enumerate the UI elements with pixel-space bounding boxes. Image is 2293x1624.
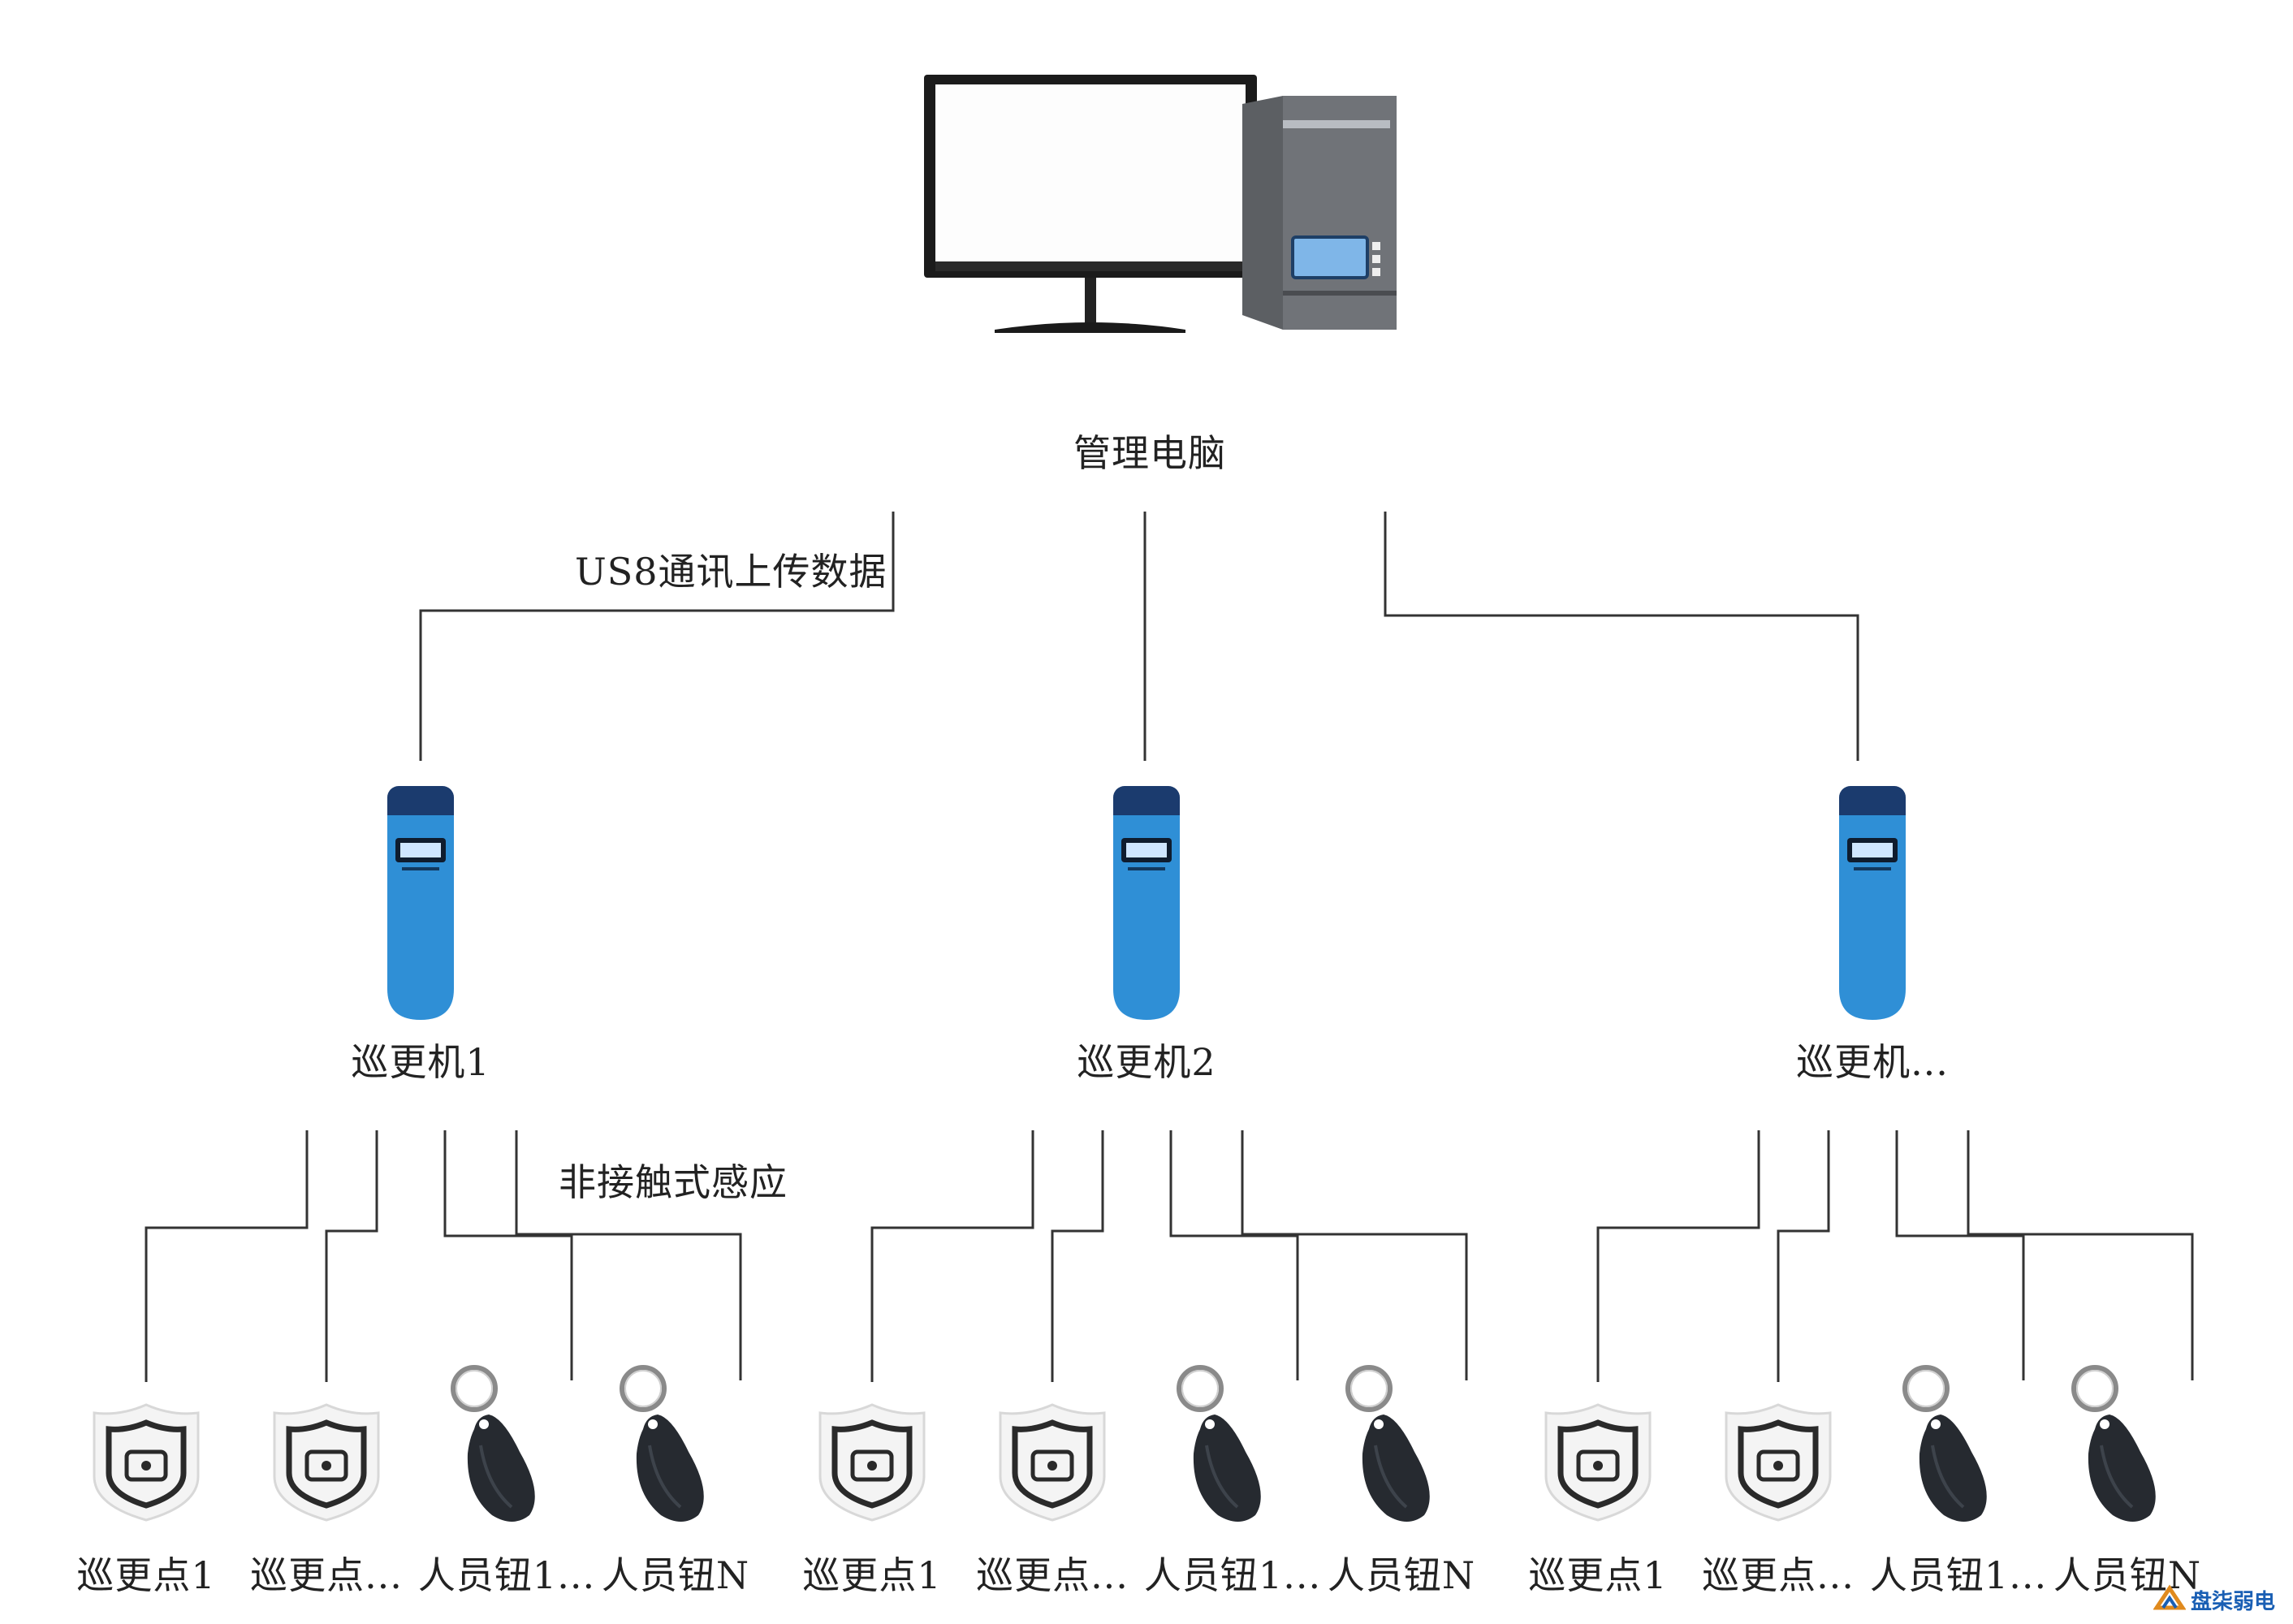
keyfob-g1-4: [611, 1364, 724, 1530]
wire-pc-to-patroller-3: [1384, 512, 1859, 761]
patroller-device-1: [384, 786, 457, 1025]
leaf-label-g3-3: 人员钮1...: [1869, 1553, 2048, 1597]
patroller-device-2: [1110, 786, 1183, 1025]
keyfob-g3-4: [2062, 1364, 2176, 1530]
wire-group1-leaf4: [515, 1130, 742, 1380]
leaf-label-g2-3: 人员钮1...: [1143, 1553, 1322, 1597]
checkpoint-tag-g3-2: [1723, 1402, 1833, 1527]
wire-group2-leaf1: [870, 1130, 1034, 1382]
management-computer: [918, 71, 1397, 339]
keyfob-g1-3: [442, 1364, 555, 1530]
wire-group2-leaf2: [1051, 1130, 1104, 1382]
leaf-label-g3-1: 巡更点1: [1528, 1553, 1668, 1597]
wire-pc-to-patroller-1: [419, 512, 895, 761]
checkpoint-tag-g1-1: [91, 1402, 201, 1527]
patroller-label-1: 巡更机1: [351, 1040, 490, 1084]
wire-group3-leaf1: [1596, 1130, 1760, 1382]
leaf-label-g1-3: 人员钮1...: [417, 1553, 596, 1597]
watermark-text: 盘柒弱电: [2191, 1589, 2276, 1614]
wire-group1-leaf3: [443, 1130, 573, 1380]
usb-link-label: US8通讯上传数据: [575, 550, 887, 594]
patroller-label-2: 巡更机2: [1077, 1040, 1216, 1084]
wire-group3-leaf3: [1895, 1130, 2025, 1380]
wire-group1-leaf2: [325, 1130, 378, 1382]
computer-label: 管理电脑: [1073, 431, 1226, 475]
leaf-label-g3-2: 巡更点...: [1702, 1553, 1855, 1597]
checkpoint-tag-g2-1: [817, 1402, 927, 1527]
wire-group3-leaf4: [1967, 1130, 2194, 1380]
patroller-device-3: [1836, 786, 1909, 1025]
keyfob-g2-4: [1337, 1364, 1450, 1530]
wire-group3-leaf2: [1777, 1130, 1830, 1382]
keyfob-g3-3: [1894, 1364, 2007, 1530]
checkpoint-tag-g2-2: [997, 1402, 1108, 1527]
wire-group1-leaf1: [145, 1130, 309, 1382]
checkpoint-tag-g3-1: [1543, 1402, 1653, 1527]
contactless-label: 非接触式感应: [559, 1160, 788, 1204]
leaf-label-g1-1: 巡更点1: [76, 1553, 216, 1597]
patroller-label-3: 巡更机...: [1796, 1040, 1949, 1084]
leaf-label-g1-4: 人员钮N: [601, 1553, 750, 1597]
keyfob-g2-3: [1168, 1364, 1281, 1530]
logo-icon: [2153, 1584, 2186, 1610]
leaf-label-g1-2: 巡更点...: [250, 1553, 403, 1597]
leaf-label-g2-2: 巡更点...: [976, 1553, 1129, 1597]
leaf-label-g3-4: 人员钮N: [2053, 1553, 2202, 1597]
wire-group2-leaf3: [1169, 1130, 1299, 1380]
wire-group2-leaf4: [1241, 1130, 1468, 1380]
checkpoint-tag-g1-2: [271, 1402, 382, 1527]
watermark-logo: 盘柒弱电: [2153, 1583, 2275, 1616]
leaf-label-g2-1: 巡更点1: [802, 1553, 942, 1597]
leaf-label-g2-4: 人员钮N: [1327, 1553, 1476, 1597]
